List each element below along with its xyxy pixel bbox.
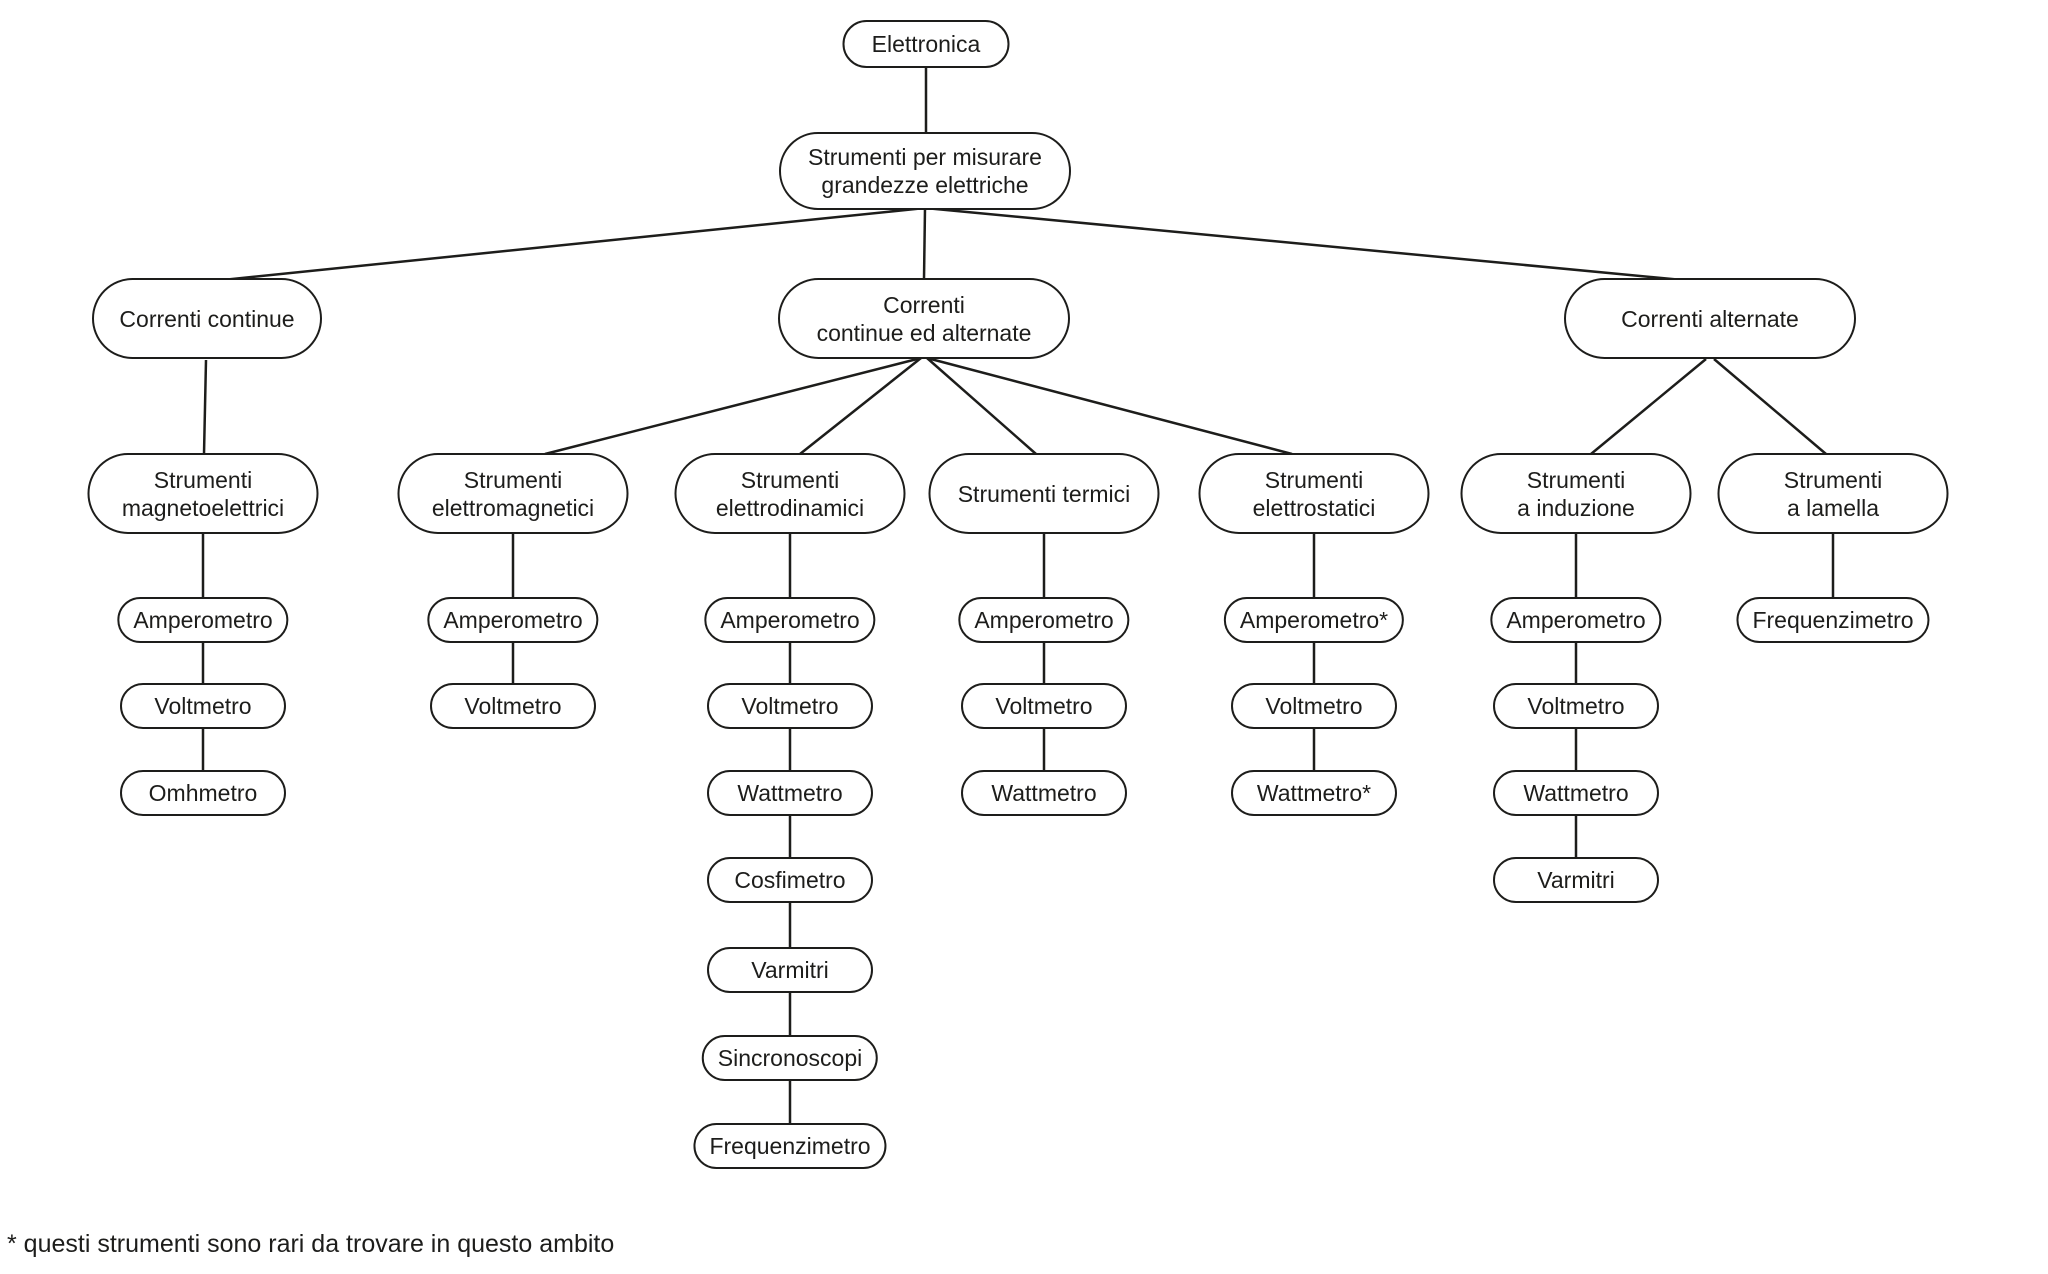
connector-line [922, 207, 927, 280]
instrument-node: Wattmetro* [1231, 770, 1397, 816]
instrument-node: Frequenzimetro [1736, 597, 1930, 643]
connector-line [202, 359, 208, 455]
group-node-magnetoelettrici: Strumenti magnetoelettrici [87, 453, 319, 534]
group-node-elettrodinamici: Strumenti elettrodinamici [674, 453, 906, 534]
group-node-elettromagnetici: Strumenti elettromagnetici [397, 453, 629, 534]
instrument-node: Amperometro* [1223, 597, 1405, 643]
instrument-node: Varmitri [707, 947, 873, 993]
footnote-text: * questi strumenti sono rari da trovare … [7, 1230, 615, 1258]
instrument-node: Amperometro [117, 597, 289, 643]
instrument-node: Voltmetro [1231, 683, 1397, 729]
connector-line [926, 356, 1293, 456]
trunk-connectors [202, 67, 1827, 456]
instrument-node: Amperometro [427, 597, 599, 643]
instrument-node: Voltmetro [430, 683, 596, 729]
instrument-node: Wattmetro [961, 770, 1127, 816]
instrument-node: Wattmetro [1493, 770, 1659, 816]
instrument-node: Sincronoscopi [701, 1035, 879, 1081]
instrument-node: Amperometro [958, 597, 1130, 643]
node-correnti-continue-alternate: Correnti continue ed alternate [778, 278, 1070, 359]
instrument-node: Voltmetro [707, 683, 873, 729]
instrument-node: Voltmetro [120, 683, 286, 729]
instrument-node: Amperometro [704, 597, 876, 643]
connector-line [1590, 358, 1707, 455]
instrument-node: Frequenzimetro [693, 1123, 887, 1169]
connector-line [924, 206, 1694, 283]
group-node-termici: Strumenti termici [928, 453, 1160, 534]
instrument-node: Varmitri [1493, 857, 1659, 903]
connector-line [926, 357, 1037, 455]
node-elettronica: Elettronica [842, 20, 1010, 68]
column-connectors [201, 533, 1835, 1124]
instrument-node: Omhmetro [120, 770, 286, 816]
instrument-node: Amperometro [1490, 597, 1662, 643]
instrument-node: Cosfimetro [707, 857, 873, 903]
instrument-node: Voltmetro [961, 683, 1127, 729]
connector-line [1713, 358, 1827, 455]
node-correnti-continue: Correnti continue [92, 278, 322, 359]
instrument-node: Voltmetro [1493, 683, 1659, 729]
node-correnti-alternate: Correnti alternate [1564, 278, 1856, 359]
group-node-induzione: Strumenti a induzione [1460, 453, 1692, 534]
connector-line [544, 356, 922, 456]
group-node-lamella: Strumenti a lamella [1717, 453, 1949, 534]
group-node-elettrostatici: Strumenti elettrostatici [1198, 453, 1430, 534]
instrument-node: Wattmetro [707, 770, 873, 816]
connector-line [799, 357, 922, 455]
node-strumenti-misurare: Strumenti per misurare grandezze elettri… [779, 132, 1071, 210]
connector-line [212, 206, 926, 283]
